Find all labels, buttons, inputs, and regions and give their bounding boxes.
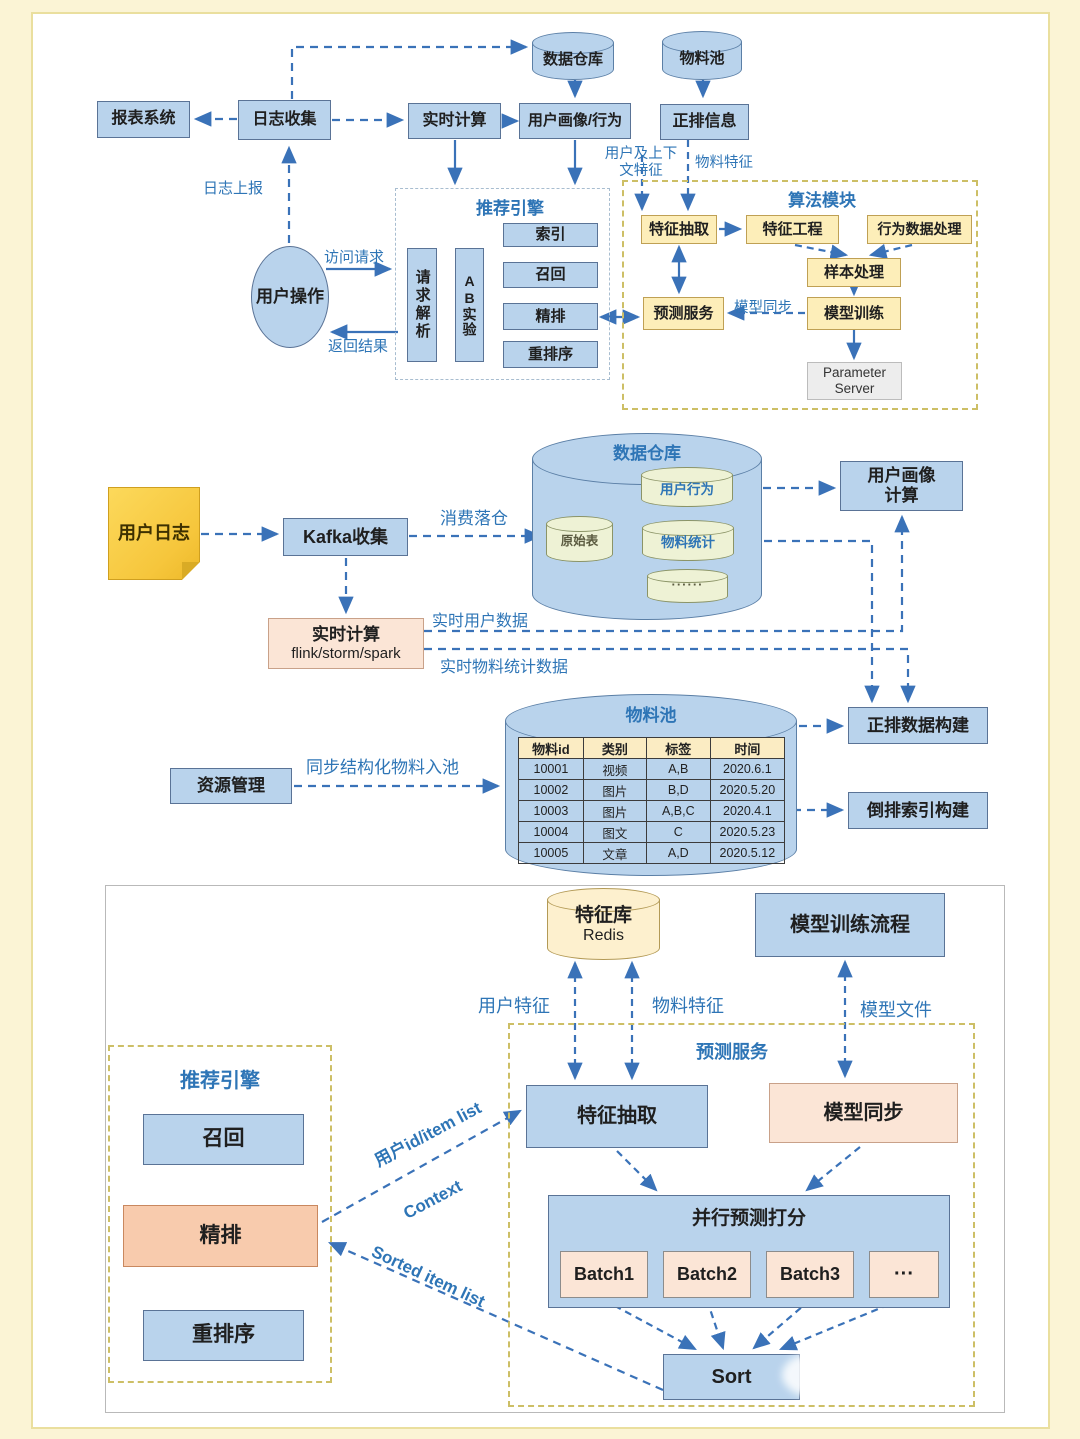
- forward-info-box[interactable]: 正排信息: [660, 104, 749, 140]
- material-stat-cylinder[interactable]: 物料统计: [642, 520, 734, 561]
- col-header-time: 时间: [709, 737, 786, 759]
- realtime-flink-box[interactable]: 实时计算 flink/storm/spark: [268, 618, 424, 669]
- recommend-engine-title-top: 推荐引擎: [476, 199, 544, 218]
- user-behavior-cylinder[interactable]: 用户行为: [641, 467, 733, 507]
- algo-module-frame: [622, 180, 978, 410]
- rank-box-top[interactable]: 精排: [503, 303, 598, 330]
- feature-extract-box-bottom[interactable]: 特征抽取: [526, 1085, 708, 1148]
- recall-box-bottom[interactable]: 召回: [143, 1114, 304, 1165]
- raw-table-cylinder[interactable]: 原始表: [546, 516, 613, 562]
- batch1-box[interactable]: Batch1: [560, 1251, 648, 1298]
- report-system-box[interactable]: 报表系统: [97, 101, 190, 138]
- feature-extract-box-top[interactable]: 特征抽取: [641, 215, 717, 244]
- access-request-label: 访问请求: [324, 249, 385, 266]
- sync-material-label: 同步结构化物料入池: [306, 758, 459, 777]
- return-result-label: 返回结果: [328, 338, 389, 355]
- user-log-sticky[interactable]: 用户日志: [108, 487, 200, 580]
- recall-box-top[interactable]: 召回: [503, 262, 598, 288]
- batch-more-box[interactable]: ···: [869, 1251, 939, 1298]
- consume-label: 消费落仓: [440, 509, 508, 528]
- request-parse-box[interactable]: 请求解析: [407, 248, 437, 362]
- model-sync-box-bottom[interactable]: 模型同步: [769, 1083, 958, 1143]
- col-header-category: 类别: [582, 737, 647, 759]
- forward-build-box[interactable]: 正排数据构建: [848, 707, 988, 744]
- sort-box[interactable]: Sort: [663, 1354, 800, 1400]
- bottom-section-frame: [105, 885, 1005, 1413]
- log-collect-box[interactable]: 日志收集: [238, 100, 331, 140]
- recommend-engine-frame-bottom: [108, 1045, 332, 1383]
- recommend-engine-frame-top: [395, 188, 610, 380]
- feature-eng-box[interactable]: 特征工程: [746, 215, 839, 244]
- model-train-flow-box[interactable]: 模型训练流程: [755, 893, 945, 957]
- model-file-label: 模型文件: [860, 1000, 932, 1020]
- ab-test-box[interactable]: AB实验: [455, 248, 484, 362]
- invert-build-box[interactable]: 倒排索引构建: [848, 792, 988, 829]
- rt-material-data-label: 实时物料统计数据: [440, 659, 569, 676]
- material-feature-label-bottom: 物料特征: [652, 996, 724, 1016]
- more-tables-cylinder[interactable]: ······: [647, 569, 728, 603]
- user-ctx-feature-label: 用户及上下文特征: [604, 146, 678, 180]
- user-operation-ellipse[interactable]: 用户操作: [251, 246, 329, 348]
- realtime-compute-box[interactable]: 实时计算: [408, 103, 501, 139]
- material-pool-cylinder-top[interactable]: 物料池: [662, 31, 742, 80]
- parameter-server-box[interactable]: Parameter Server: [807, 362, 902, 400]
- model-sync-label-top: 模型同步: [734, 300, 792, 316]
- rank-box-bottom[interactable]: 精排: [123, 1205, 318, 1267]
- algo-module-title: 算法模块: [788, 191, 856, 210]
- user-feature-label: 用户特征: [478, 996, 550, 1016]
- user-profile-behavior-box[interactable]: 用户画像/行为: [519, 103, 631, 139]
- index-box[interactable]: 索引: [503, 223, 598, 247]
- col-header-material-id: 物料id: [518, 737, 584, 759]
- resource-mgmt-box[interactable]: 资源管理: [170, 768, 292, 804]
- predict-service-box-top[interactable]: 预测服务: [643, 297, 724, 330]
- table-header-row: 物料id 类别 标签 时间: [518, 737, 786, 759]
- batch3-box[interactable]: Batch3: [766, 1251, 854, 1298]
- sample-proc-box[interactable]: 样本处理: [807, 258, 901, 287]
- log-report-label: 日志上报: [203, 180, 264, 197]
- feature-store-redis-cylinder[interactable]: 特征库 Redis: [547, 888, 660, 960]
- recommend-engine-title-bottom: 推荐引擎: [180, 1070, 260, 1092]
- predict-service-title: 预测服务: [696, 1042, 768, 1062]
- rerank-box-bottom[interactable]: 重排序: [143, 1310, 304, 1361]
- data-warehouse-cylinder-top[interactable]: 数据仓库: [532, 32, 614, 80]
- rerank-box-top[interactable]: 重排序: [503, 341, 598, 368]
- profile-calc-box[interactable]: 用户画像 计算: [840, 461, 963, 511]
- kafka-collect-box[interactable]: Kafka收集: [283, 518, 408, 556]
- predict-service-frame: [508, 1023, 975, 1407]
- model-train-box[interactable]: 模型训练: [807, 297, 901, 330]
- rt-user-data-label: 实时用户数据: [432, 613, 529, 630]
- col-header-tag: 标签: [645, 737, 711, 759]
- highlight-artifact: [782, 1352, 854, 1398]
- behavior-proc-box[interactable]: 行为数据处理: [867, 215, 972, 244]
- batch2-box[interactable]: Batch2: [663, 1251, 751, 1298]
- material-feature-label-top: 物料特征: [695, 155, 753, 171]
